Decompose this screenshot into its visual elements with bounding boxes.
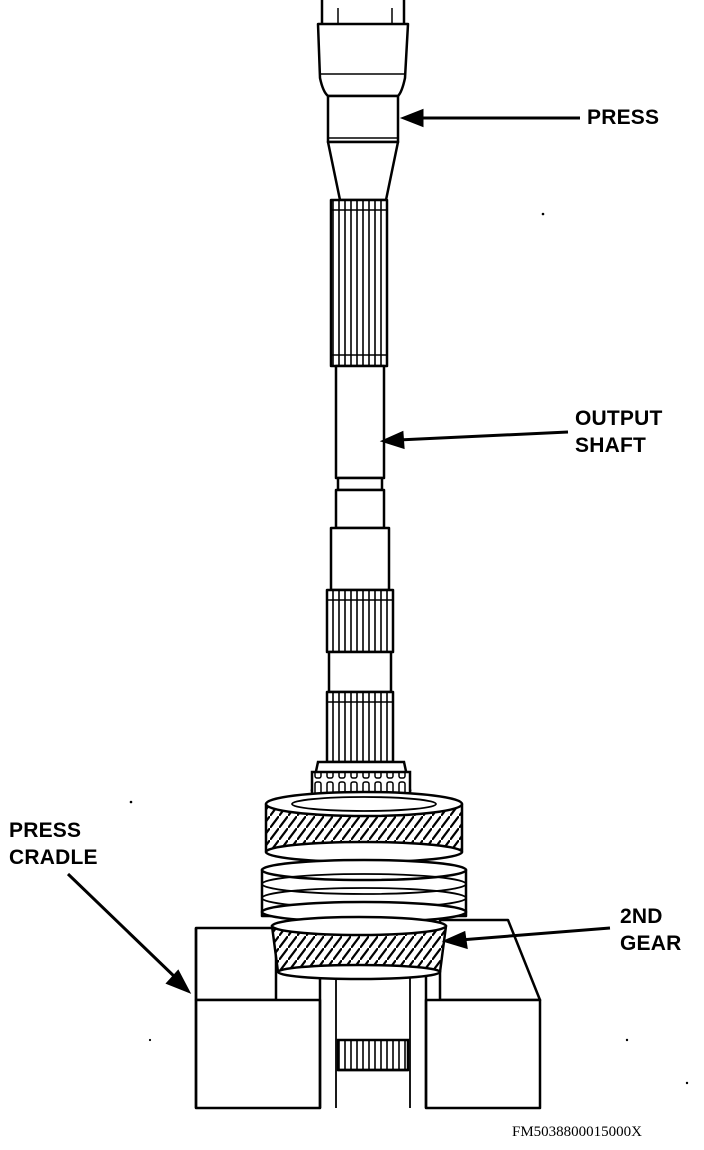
second-gear-assembly xyxy=(260,790,468,981)
press-cradle-arrowhead xyxy=(165,969,192,994)
press-cradle-label: PRESS CRADLE xyxy=(9,819,98,869)
upper-spline-section xyxy=(329,198,389,368)
scan-specks xyxy=(129,212,689,1085)
output-shaft-leader xyxy=(397,430,569,442)
press-ram xyxy=(316,0,410,202)
second-gear-leader xyxy=(459,926,611,942)
output-shaft xyxy=(325,198,395,764)
press-label: PRESS xyxy=(587,106,660,129)
figure-id: FM5038800015000X xyxy=(512,1124,643,1140)
output-shaft-arrowhead xyxy=(379,430,405,450)
smooth-journal xyxy=(334,364,386,480)
press-cradle-leader xyxy=(66,872,180,982)
leader-arrows xyxy=(66,108,611,994)
shaft-stub-in-cradle xyxy=(336,1038,410,1072)
second-gear-arrowhead xyxy=(441,930,468,950)
press-arrowhead xyxy=(399,108,424,128)
press-cradle xyxy=(194,918,542,1110)
output-shaft-label: OUTPUT SHAFT xyxy=(575,407,663,457)
second-gear-label: 2ND GEAR xyxy=(620,905,682,955)
